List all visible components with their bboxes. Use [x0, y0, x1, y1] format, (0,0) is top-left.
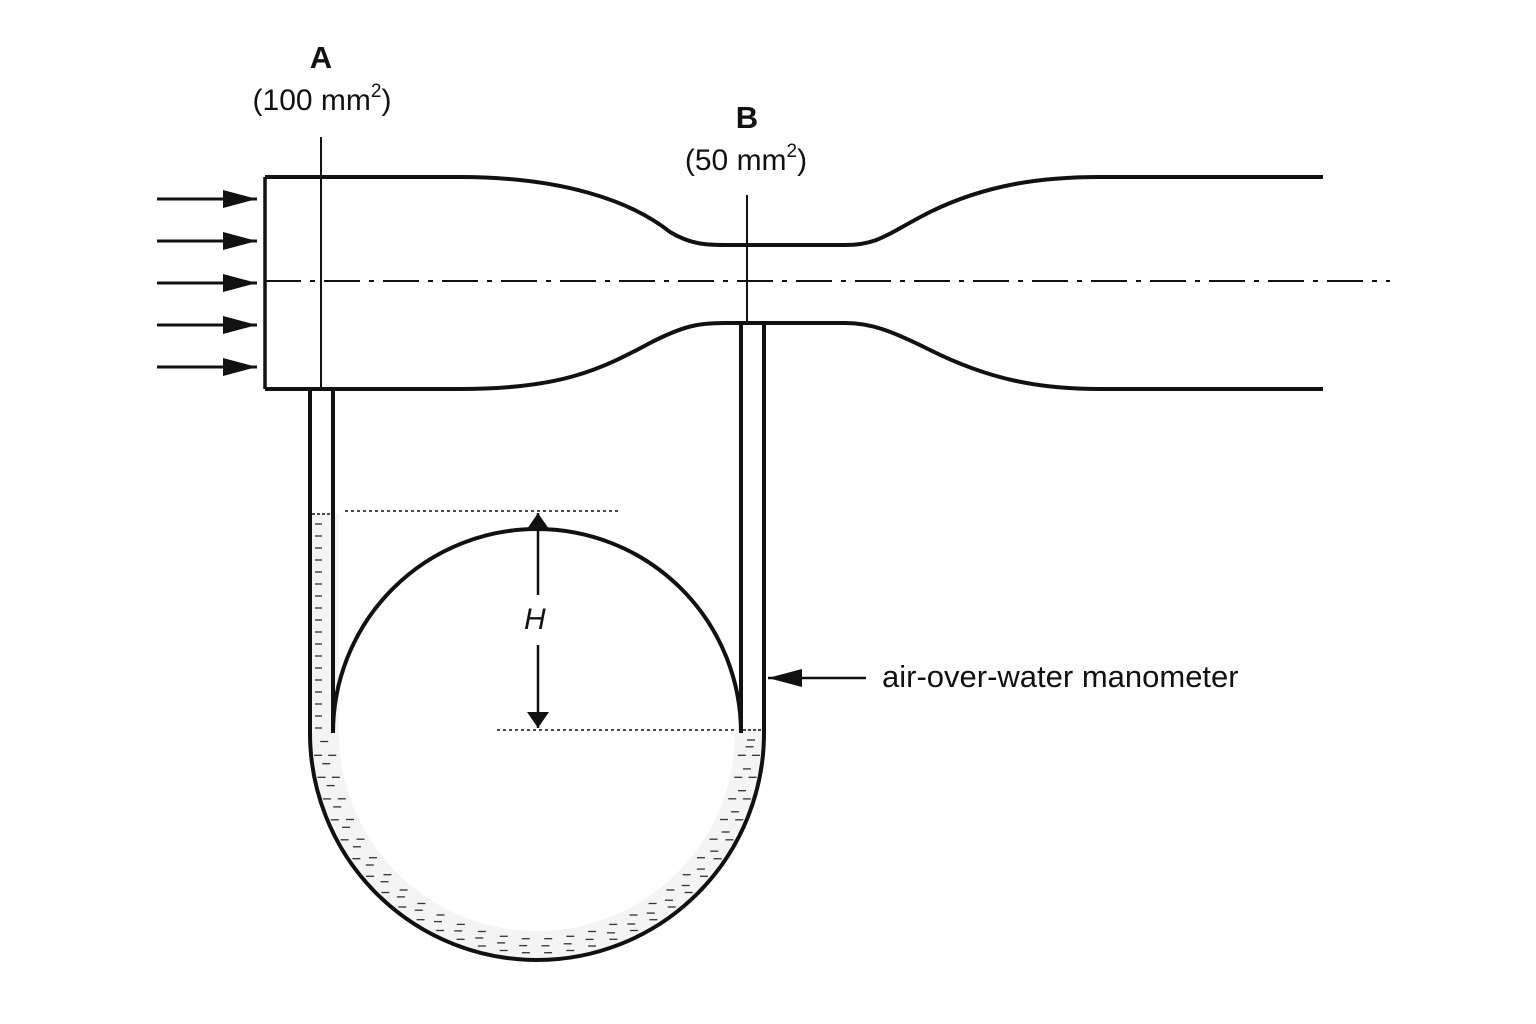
manometer-label: air-over-water manometer [882, 659, 1239, 694]
section-b-area-exp: 2 [786, 141, 798, 162]
venturi-upper-wall [265, 175, 1323, 247]
venturi-lower-wall [265, 321, 1323, 391]
section-a-area-value: 100 mm [262, 84, 371, 117]
height-label: H [524, 603, 546, 636]
section-a-area-exp: 2 [370, 81, 382, 102]
section-a-area: (100 mm2) [252, 81, 392, 117]
section-a-label: A [309, 40, 333, 75]
manometer-outer-wall [308, 323, 766, 962]
flow-arrows [157, 190, 257, 376]
section-b-area-value: 50 mm [694, 144, 787, 177]
section-b-area: (50 mm2) [684, 141, 808, 177]
section-b-label: B [735, 100, 759, 135]
water-hatching [314, 523, 760, 954]
